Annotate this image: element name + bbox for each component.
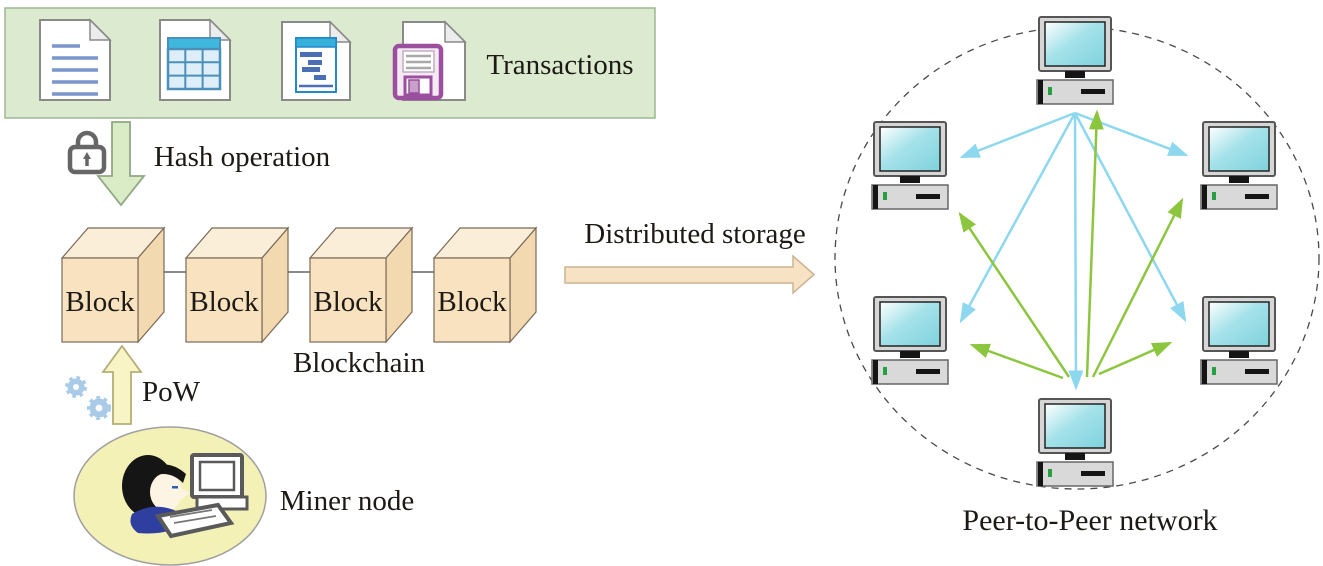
hash-arrow-down: [96, 121, 146, 207]
computer-node-mid-right: [1200, 121, 1278, 210]
hash-operation-label: Hash operation: [154, 141, 331, 173]
blockchain-group: Block Block Block Block Blockchain: [60, 226, 538, 379]
pow-label: PoW: [142, 376, 201, 408]
computer-node-bottom: [1036, 398, 1114, 487]
broadcast-arrows-top: [959, 111, 1189, 391]
computer-node-top: [1036, 16, 1114, 105]
storage-arrow-right: [564, 254, 816, 295]
pow-group: PoW: [65, 344, 201, 425]
hash-operation-group: Hash operation: [67, 121, 331, 207]
transactions-label: Transactions: [486, 49, 633, 81]
gantt-document-icon: [281, 20, 352, 101]
lock-icon: [67, 130, 107, 175]
spreadsheet-document-icon: [159, 18, 232, 101]
text-document-icon: [39, 18, 112, 101]
distributed-storage-label: Distributed storage: [584, 218, 805, 250]
block-label: Block: [313, 286, 383, 318]
block-cube-3: Block: [308, 226, 414, 344]
floppy-save-icon: [392, 20, 467, 101]
p2p-network-group: Peer-to-Peer network: [834, 16, 1320, 537]
pow-arrow-up: [101, 344, 143, 425]
block-label: Block: [437, 286, 507, 318]
block-label: Block: [189, 286, 259, 318]
broadcast-arrows-bottom: [958, 109, 1184, 380]
block-label: Block: [65, 286, 135, 318]
distributed-storage-group: Distributed storage: [564, 218, 816, 295]
workstation-icon: [154, 453, 249, 539]
block-cube-2: Block: [184, 226, 290, 344]
computer-node-mid-left: [871, 121, 949, 210]
computer-node-low-left: [871, 296, 949, 385]
miner-node-label: Miner node: [280, 485, 415, 517]
block-cube-4: Block: [432, 226, 538, 344]
gears-icon: [65, 376, 111, 420]
computer-node-low-right: [1200, 296, 1278, 385]
miner-node-group: Miner node: [73, 426, 415, 566]
block-cube-1: Block: [60, 226, 166, 344]
transactions-panel: Transactions: [4, 7, 656, 119]
network-boundary-ellipse: [834, 26, 1320, 490]
blockchain-label: Blockchain: [293, 347, 426, 379]
p2p-network-label: Peer-to-Peer network: [962, 504, 1217, 537]
